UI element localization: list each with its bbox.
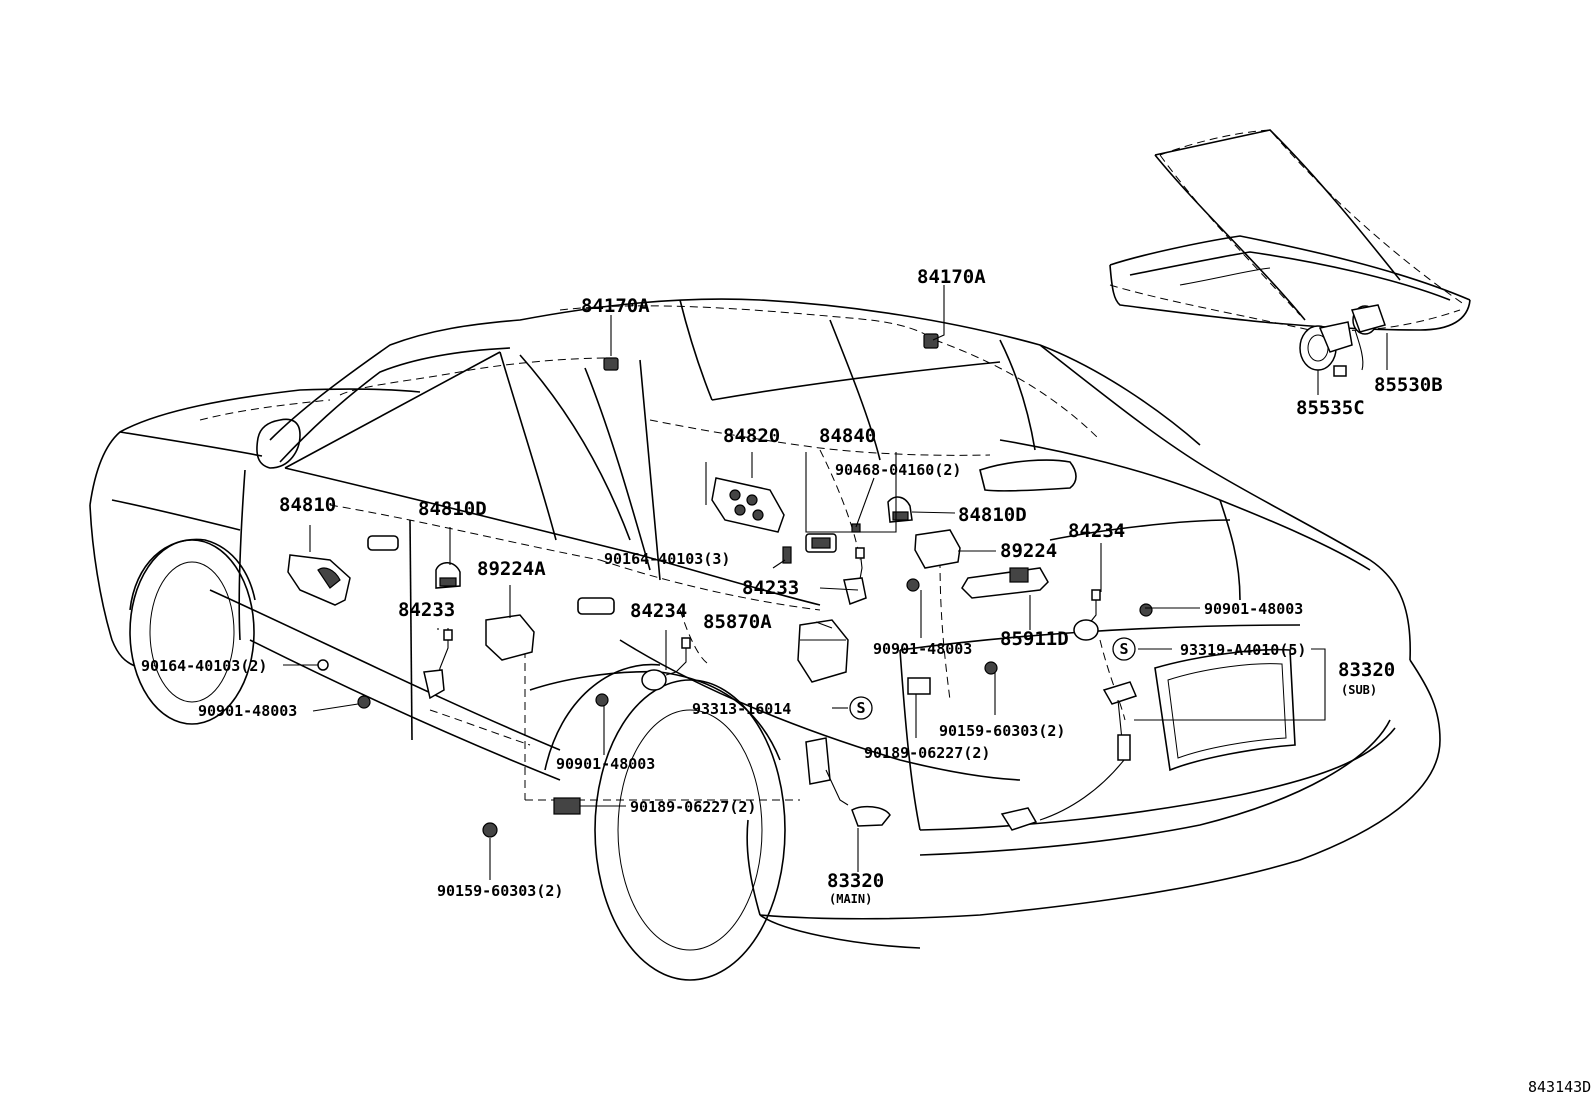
bolt-90901-48003-lower xyxy=(595,693,609,707)
part-labels: 84170A 84170A 85530B 85535C 84820 84840 … xyxy=(141,266,1591,1096)
part-84234-center-sensor xyxy=(641,637,691,691)
label-90159-60303-center: 90159-60303(2) xyxy=(939,722,1065,740)
part-84234-right-sensor xyxy=(1073,589,1101,641)
label-89224A: 89224A xyxy=(477,558,546,580)
label-90164-40103-2: 90164-40103(2) xyxy=(141,657,267,675)
label-85911D: 85911D xyxy=(1000,628,1069,650)
label-84234-right: 84234 xyxy=(1068,520,1125,542)
diagram-id: 843143D xyxy=(1528,1078,1591,1096)
label-83320-sub: 83320 xyxy=(1338,659,1395,681)
label-84233-center: 84233 xyxy=(742,577,799,599)
label-84233-left: 84233 xyxy=(398,599,455,621)
label-90901-48003-lower: 90901-48003 xyxy=(556,755,655,773)
part-89224A-unit xyxy=(485,614,535,661)
label-85530B: 85530B xyxy=(1374,374,1443,396)
part-84820-switch xyxy=(711,477,785,533)
label-90159-60303-lower: 90159-60303(2) xyxy=(437,882,563,900)
label-83320-main-note: (MAIN) xyxy=(829,892,872,906)
bolt-90164-40103-left xyxy=(317,659,329,671)
part-84810D-switch-left xyxy=(435,562,461,589)
bolt-90159-60303-center xyxy=(984,661,998,675)
part-84170A-clip-2 xyxy=(923,333,939,349)
label-93313-16014: 93313-16014 xyxy=(692,700,791,718)
label-84234-center: 84234 xyxy=(630,600,687,622)
part-84233-left-sensor xyxy=(423,628,453,700)
label-84170A-1: 84170A xyxy=(581,295,650,317)
label-93319-A4010: 93319-A4010(5) xyxy=(1180,641,1306,659)
bolt-90164-40103-center xyxy=(782,546,792,564)
bolt-90901-48003-left xyxy=(357,695,371,709)
label-84810: 84810 xyxy=(279,494,336,516)
bolt-90901-48003-right xyxy=(1139,603,1153,617)
part-90189-06227-connector-center xyxy=(907,677,931,695)
label-89224: 89224 xyxy=(1000,540,1057,562)
label-85535C: 85535C xyxy=(1296,397,1365,419)
part-83320-sub-sensor xyxy=(1000,681,1138,831)
leader-lines xyxy=(283,285,1388,880)
label-90468-04160: 90468-04160(2) xyxy=(835,461,961,479)
trunk-inset xyxy=(1109,129,1471,331)
label-84810D-left: 84810D xyxy=(418,498,487,520)
wire-harness-dashed xyxy=(199,129,1466,801)
part-89224-unit xyxy=(914,529,961,569)
part-84840-switch xyxy=(805,523,861,553)
part-90189-06227-connector-left xyxy=(553,797,581,815)
part-85535C-lamp xyxy=(1299,321,1353,371)
part-85530B-socket xyxy=(1333,304,1386,377)
label-90164-40103-3: 90164-40103(3) xyxy=(604,550,730,568)
svg-text:S: S xyxy=(856,699,865,717)
label-90901-48003-left: 90901-48003 xyxy=(198,702,297,720)
part-85870A-computer xyxy=(797,619,849,683)
label-90901-48003-right: 90901-48003 xyxy=(1204,600,1303,618)
part-84233-center-sensor xyxy=(843,547,867,605)
label-90189-06227-left: 90189-06227(2) xyxy=(630,798,756,816)
label-84810D-right: 84810D xyxy=(958,504,1027,526)
circled-s-symbol-1: S xyxy=(1112,637,1136,661)
label-90189-06227-center: 90189-06227(2) xyxy=(864,744,990,762)
label-84820: 84820 xyxy=(723,425,780,447)
svg-text:S: S xyxy=(1119,640,1128,658)
part-84810-switch xyxy=(287,554,351,606)
part-85911D-relay xyxy=(961,567,1049,599)
label-84170A-2: 84170A xyxy=(917,266,986,288)
part-84810D-switch-right xyxy=(887,496,913,523)
label-85870A: 85870A xyxy=(703,611,772,633)
part-84170A-clip-1 xyxy=(603,357,619,371)
car-body-outline xyxy=(89,298,1441,981)
label-90901-48003-center: 90901-48003 xyxy=(873,640,972,658)
bolt-90159-60303-lower xyxy=(482,822,498,838)
label-83320-sub-note: (SUB) xyxy=(1341,683,1377,697)
label-84840: 84840 xyxy=(819,425,876,447)
part-83320-main-sensor xyxy=(805,737,891,827)
circled-s-symbol-2: S xyxy=(849,696,873,720)
bolt-90901-48003-center xyxy=(906,578,920,592)
label-83320-main: 83320 xyxy=(827,870,884,892)
